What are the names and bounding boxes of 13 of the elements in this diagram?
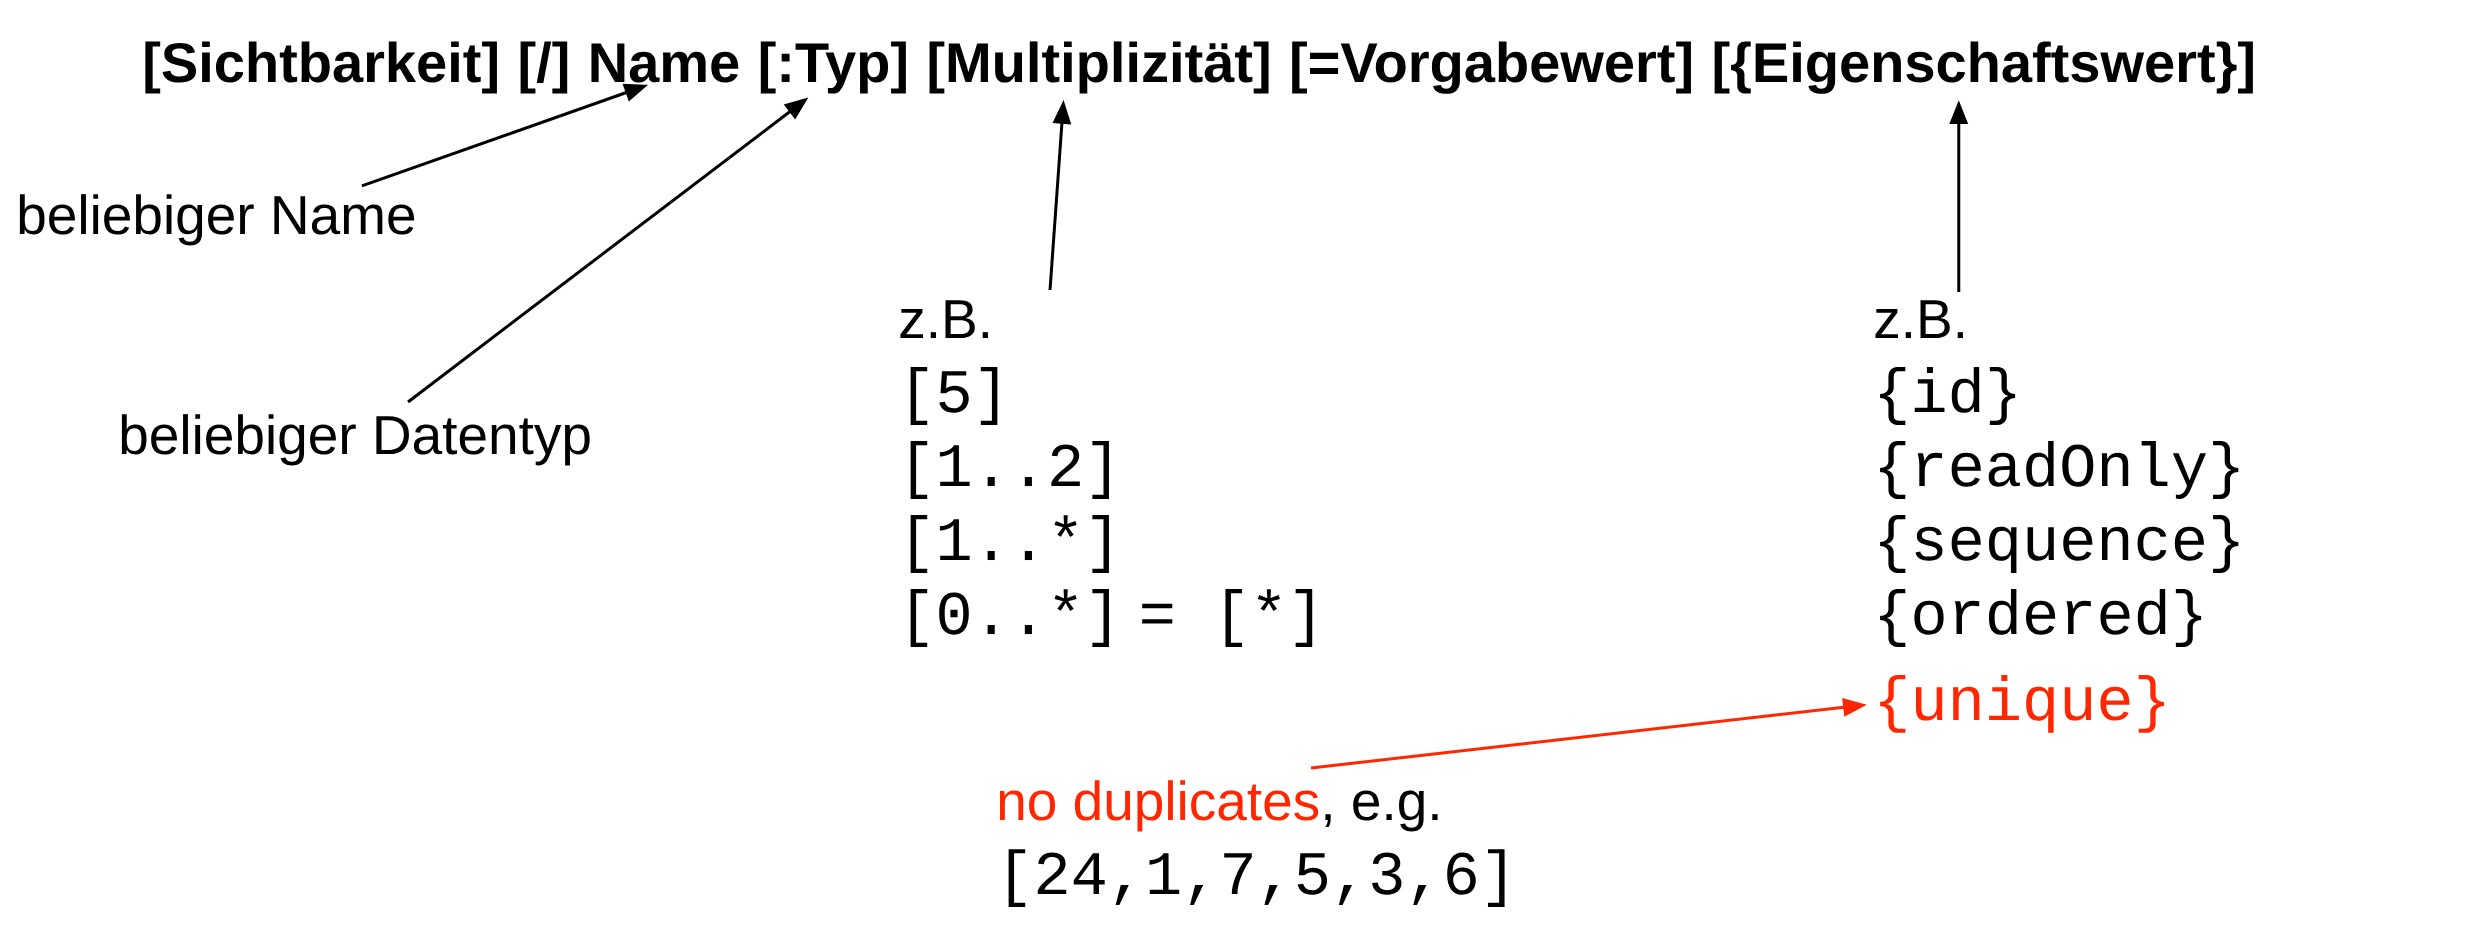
annotation-text: beliebiger Datentyp bbox=[121, 414, 590, 466]
syntax-term: [Multiplizität] bbox=[929, 41, 1269, 94]
syntax-term: [{Eigenschaftswert}] bbox=[1714, 41, 2253, 94]
annotation-text: no duplicates, e.g. [24,1,7,5,3,6] bbox=[999, 780, 1505, 907]
annotation-text: beliebiger Name bbox=[19, 194, 415, 246]
syntax-term: [:Typ] bbox=[760, 41, 906, 94]
syntax-term: [Sichtbarkeit] bbox=[145, 41, 497, 94]
syntax-term: [=Vorgabewert] bbox=[1292, 41, 1691, 94]
example-list: z.B. [5] [1..2] [1..*] [0..*] = [*] bbox=[900, 300, 1313, 647]
example-value: {unique} bbox=[1880, 675, 2164, 733]
syntax-term: Name bbox=[591, 43, 739, 83]
syntax-term: [/] bbox=[520, 41, 568, 94]
example-list: z.B. {id} {readOnly} {sequence} {ordered} bbox=[1875, 300, 2239, 647]
